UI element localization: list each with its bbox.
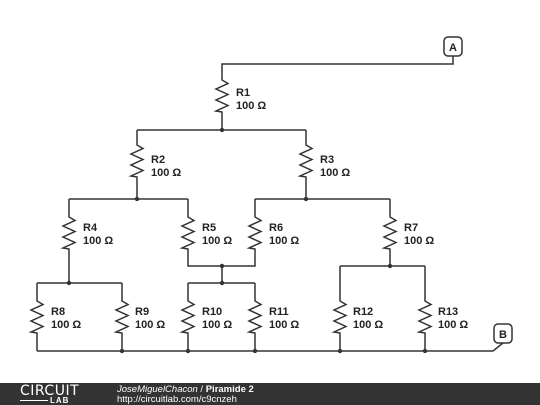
resistor-r13[interactable]: R13 100 Ω <box>416 296 468 336</box>
junction-dot <box>219 280 225 286</box>
resistor-r4[interactable]: R4 100 Ω <box>60 212 113 252</box>
resistor-label: R1 <box>236 87 250 99</box>
logo-text-top: CIRCUIT <box>20 383 80 399</box>
junction-dot <box>219 263 225 269</box>
resistor-label: R13 <box>438 306 458 318</box>
resistor-label: R4 <box>83 222 98 234</box>
schematic-url[interactable]: http://circuitlab.com/c9cnzeh <box>117 394 237 405</box>
junction-dot <box>66 280 72 286</box>
resistor-r6[interactable]: R6 100 Ω <box>246 212 299 252</box>
junction-dot <box>252 348 258 354</box>
junction-dot <box>422 348 428 354</box>
author-name[interactable]: JoseMiguelChacon <box>117 384 198 395</box>
resistor-r1[interactable]: R1 100 Ω <box>213 75 266 115</box>
resistor-value: 100 Ω <box>202 319 232 331</box>
footer-bar: CIRCUIT LAB JoseMiguelChacon / Piramide … <box>0 383 540 405</box>
wires <box>36 56 504 352</box>
terminal-a[interactable]: A <box>443 36 463 57</box>
resistor-value: 100 Ω <box>404 235 434 247</box>
resistor-label: R9 <box>135 306 149 318</box>
resistor-value: 100 Ω <box>202 235 232 247</box>
resistor-value: 100 Ω <box>83 235 113 247</box>
separator: / <box>197 384 206 395</box>
resistor-r7[interactable]: R7 100 Ω <box>381 212 434 252</box>
resistor-label: R5 <box>202 222 216 234</box>
resistor-value: 100 Ω <box>236 100 266 112</box>
circuitlab-logo[interactable]: CIRCUIT LAB <box>20 383 110 405</box>
junctions <box>66 127 428 354</box>
resistor-r10[interactable]: R10 100 Ω <box>179 296 232 336</box>
schematic-canvas[interactable]: R1 100 Ω R2 100 Ω R3 100 Ω R4 100 Ω R5 1… <box>0 0 540 383</box>
terminal-label: A <box>449 42 457 54</box>
junction-dot <box>337 348 343 354</box>
resistor-value: 100 Ω <box>135 319 165 331</box>
resistor-r9[interactable]: R9 100 Ω <box>113 296 165 336</box>
junction-dot <box>119 348 125 354</box>
resistor-value: 100 Ω <box>320 167 350 179</box>
junction-dot <box>303 196 309 202</box>
resistor-label: R7 <box>404 222 418 234</box>
resistor-label: R3 <box>320 154 334 166</box>
resistor-r3[interactable]: R3 100 Ω <box>297 140 350 180</box>
resistor-r5[interactable]: R5 100 Ω <box>179 212 232 252</box>
resistor-label: R8 <box>51 306 65 318</box>
resistor-r11[interactable]: R11 100 Ω <box>246 296 299 336</box>
resistor-value: 100 Ω <box>353 319 383 331</box>
resistor-r2[interactable]: R2 100 Ω <box>128 140 181 180</box>
junction-dot <box>219 127 225 133</box>
resistor-r12[interactable]: R12 100 Ω <box>331 296 383 336</box>
junction-dot <box>387 263 393 269</box>
resistor-r8[interactable]: R8 100 Ω <box>28 296 81 336</box>
resistor-value: 100 Ω <box>151 167 181 179</box>
footer-attribution: JoseMiguelChacon / Piramide 2 <box>117 384 254 395</box>
resistor-label: R10 <box>202 306 222 318</box>
resistor-value: 100 Ω <box>269 235 299 247</box>
schematic-title[interactable]: Piramide 2 <box>205 384 254 395</box>
logo-text-bottom: LAB <box>50 396 70 405</box>
junction-dot <box>185 348 191 354</box>
resistor-value: 100 Ω <box>51 319 81 331</box>
resistor-label: R2 <box>151 154 165 166</box>
terminal-b[interactable]: B <box>493 323 513 344</box>
junction-dot <box>134 196 140 202</box>
logo-divider <box>20 400 48 401</box>
terminal-label: B <box>499 329 507 341</box>
resistor-label: R11 <box>269 306 289 318</box>
resistor-value: 100 Ω <box>269 319 299 331</box>
resistor-label: R12 <box>353 306 373 318</box>
resistor-label: R6 <box>269 222 283 234</box>
resistor-value: 100 Ω <box>438 319 468 331</box>
